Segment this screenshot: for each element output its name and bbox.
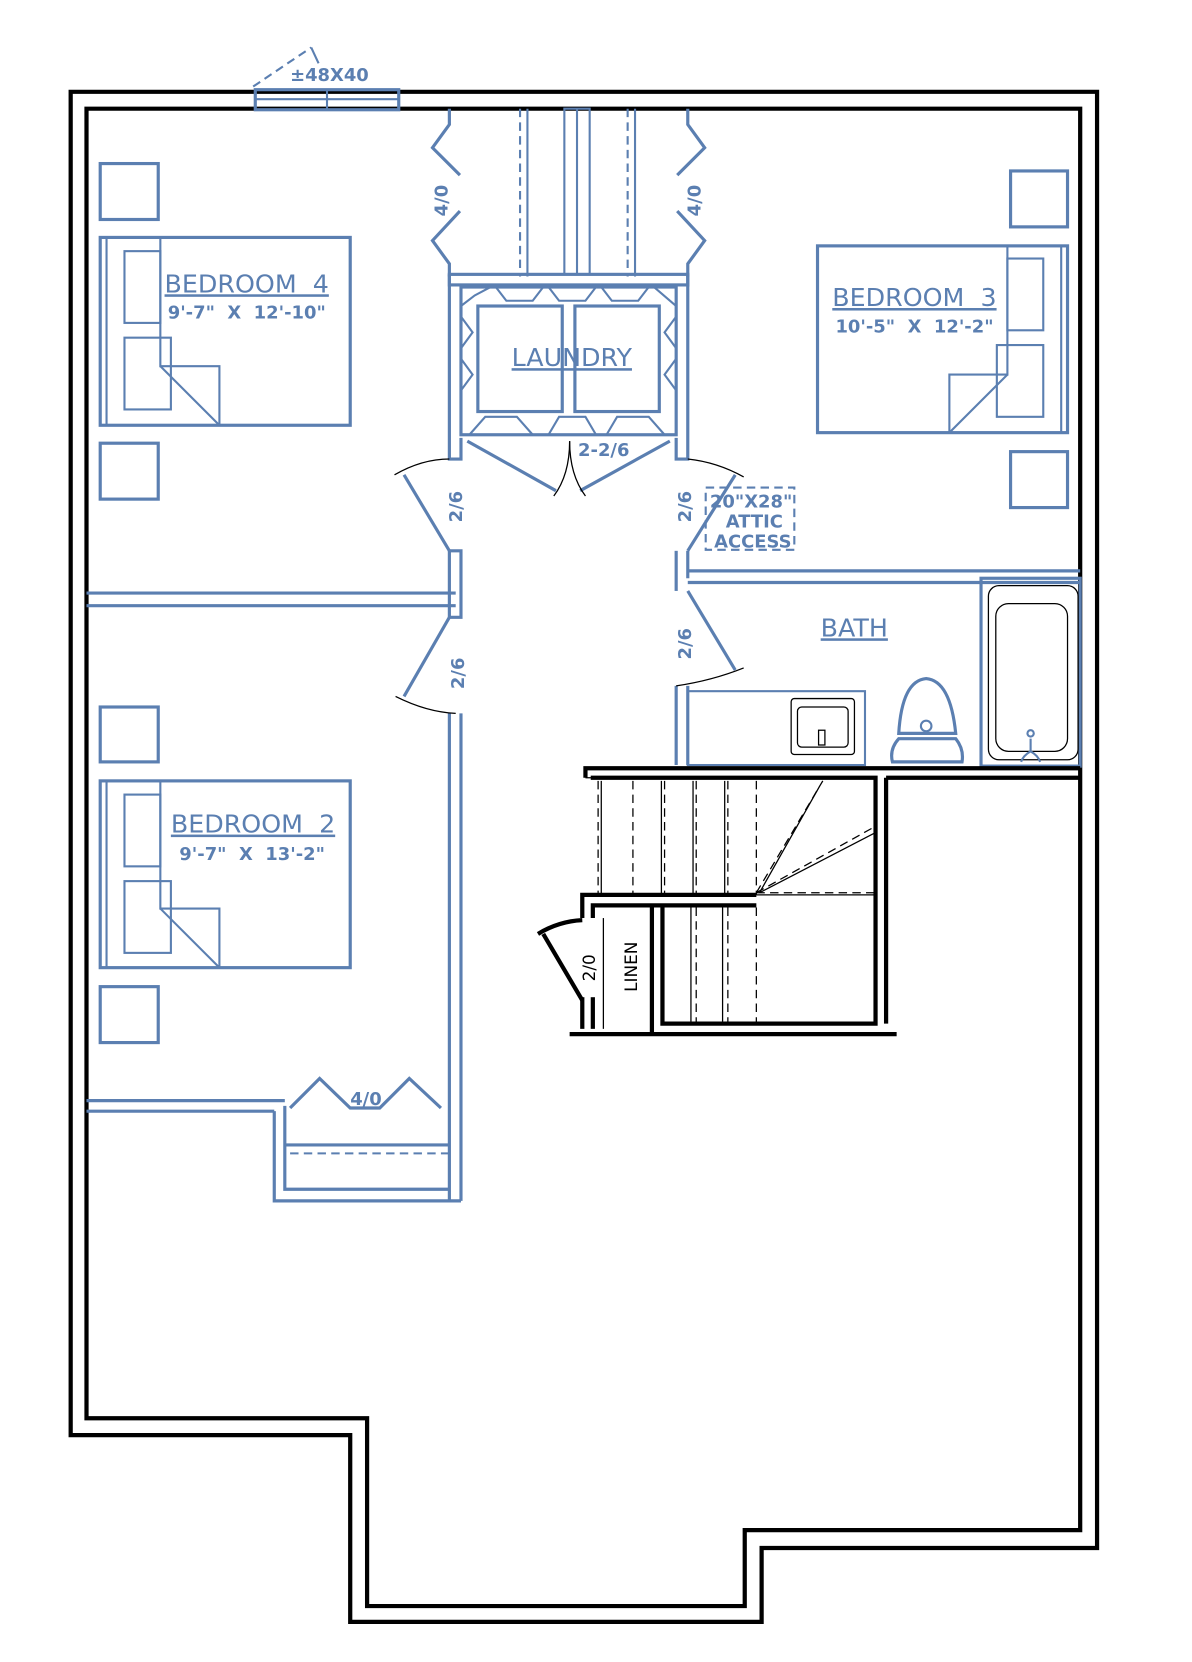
door-label-laundry: 2-2/6	[578, 440, 629, 461]
door-label-closet-left: 4/0	[431, 185, 452, 217]
room-dims-bedroom-4: 9'-7" X 12'-10"	[168, 303, 326, 324]
bedroom-2: BEDROOM 2 9'-7" X 13'-2"	[98, 705, 352, 1045]
vanity	[686, 690, 867, 767]
interior-walls: 4/0	[86, 549, 1081, 1203]
bedroom-4: BEDROOM 4 9'-7" X 12'-10"	[98, 161, 352, 501]
nightstand	[1008, 450, 1070, 510]
stairs	[569, 766, 1081, 1037]
attic-line1: 20"X28"	[710, 492, 792, 513]
door-label-bed2-closet: 4/0	[350, 1089, 381, 1110]
toilet	[890, 676, 965, 764]
door-label-bed2: 2/6	[448, 658, 469, 690]
linen-label: LINEN	[621, 942, 641, 992]
door-label-linen: 2/0	[579, 954, 599, 981]
hall-closets: 4/0 4/0	[430, 107, 707, 277]
sink	[790, 697, 856, 756]
bed	[98, 235, 352, 427]
nightstand	[98, 441, 160, 501]
room-label-bedroom-4: BEDROOM 4	[165, 268, 329, 298]
door-label-bed3: 2/6	[675, 491, 696, 523]
nightstand	[98, 705, 160, 764]
bathtub	[987, 585, 1079, 761]
window-label: ±48X40	[290, 65, 369, 86]
room-label-laundry: LAUNDRY	[512, 342, 633, 372]
room-label-bedroom-2: BEDROOM 2	[171, 809, 335, 839]
bed	[815, 244, 1070, 435]
nightstand	[1008, 169, 1070, 229]
room-dims-bedroom-2: 9'-7" X 13'-2"	[179, 844, 325, 865]
room-dims-bedroom-3: 10'-5" X 12'-2"	[835, 316, 993, 337]
bed	[98, 779, 352, 970]
door-label-bath: 2/6	[675, 628, 696, 660]
nightstand	[98, 161, 160, 222]
door-label-bed4: 2/6	[446, 491, 467, 523]
bedroom-3: BEDROOM 3 10'-5" X 12'-2"	[815, 169, 1070, 510]
bath: BATH	[686, 576, 1082, 768]
doors: 2/6 2/6 2/6 2/6	[394, 458, 744, 714]
attic-line3: ACCESS	[714, 532, 791, 553]
attic-access: 20"X28" ATTIC ACCESS	[704, 486, 796, 553]
attic-line2: ATTIC	[726, 512, 783, 533]
window: ±48X40	[252, 46, 401, 112]
door-label-closet-right: 4/0	[684, 185, 705, 217]
nightstand	[98, 985, 160, 1045]
laundry: LAUNDRY 2-2/6	[447, 272, 690, 497]
room-label-bath: BATH	[821, 612, 888, 642]
linen-closet: 2/0 LINEN	[536, 918, 641, 1029]
room-label-bedroom-3: BEDROOM 3	[832, 282, 996, 312]
